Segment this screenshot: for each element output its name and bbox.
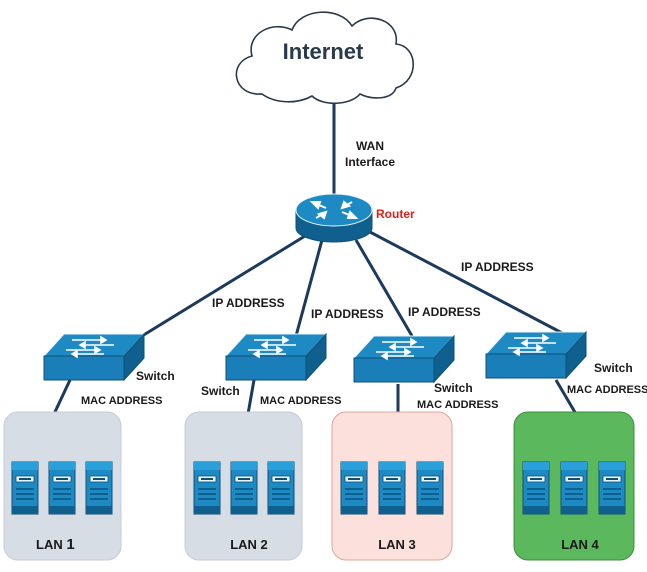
- server-icon: [230, 461, 258, 515]
- server-icon: [416, 461, 444, 515]
- server-icon: [378, 461, 406, 515]
- mac-address-label-4: MAC ADDRESS: [567, 384, 647, 396]
- lan-1-group: LAN 1: [3, 411, 122, 561]
- switch-3-icon: [353, 335, 455, 383]
- switch-4-icon: [485, 331, 587, 379]
- lan-3-group: LAN 3: [331, 411, 453, 561]
- server-icon: [48, 461, 76, 515]
- server-icon: [85, 461, 113, 515]
- internet-label: Internet: [283, 39, 364, 64]
- link-switch-3: [354, 239, 414, 337]
- switch-3-label: Switch: [434, 381, 473, 395]
- ip-address-label-1: IP ADDRESS: [212, 296, 285, 310]
- wan-label: WAN: [356, 139, 384, 153]
- ip-address-label-3: IP ADDRESS: [408, 305, 481, 319]
- link-switch-2: [294, 239, 324, 337]
- mac-address-label-2: MAC ADDRESS: [260, 395, 342, 407]
- mac-link-1: [52, 379, 72, 415]
- link-switch-4: [369, 230, 565, 336]
- mac-address-label-3: MAC ADDRESS: [417, 399, 499, 411]
- router-icon: [295, 193, 373, 243]
- lan-2-group: LAN 2: [184, 411, 303, 561]
- server-icon: [11, 461, 39, 515]
- server-icon: [522, 461, 550, 515]
- lan-4-label: LAN 4: [561, 537, 599, 552]
- mac-link-2: [246, 379, 256, 415]
- link-switch-1: [141, 234, 306, 338]
- switch-1-label: Switch: [136, 369, 175, 383]
- mac-address-label-1: MAC ADDRESS: [81, 395, 163, 407]
- switch-4-label: Switch: [594, 361, 633, 375]
- switch-1-icon: [43, 333, 145, 381]
- switch-2-label: Switch: [201, 384, 240, 398]
- lan-1-label: LAN 1: [36, 536, 75, 553]
- wan-interface-label: Interface: [345, 155, 395, 169]
- server-icon: [193, 461, 221, 515]
- ip-address-label-4: IP ADDRESS: [461, 260, 534, 274]
- router-label: Router: [376, 207, 415, 221]
- lan-3-label: LAN 3: [378, 537, 416, 552]
- mac-link-4: [554, 379, 578, 415]
- server-icon: [340, 461, 368, 515]
- internet-cloud-icon: Internet: [235, 11, 415, 105]
- switch-2-icon: [225, 333, 327, 381]
- server-icon: [598, 461, 626, 515]
- lan-2-label: LAN 2: [230, 537, 268, 552]
- server-icon: [560, 461, 588, 515]
- server-icon: [267, 461, 295, 515]
- ip-address-label-2: IP ADDRESS: [311, 307, 384, 321]
- lan-4-group: LAN 4: [513, 411, 635, 561]
